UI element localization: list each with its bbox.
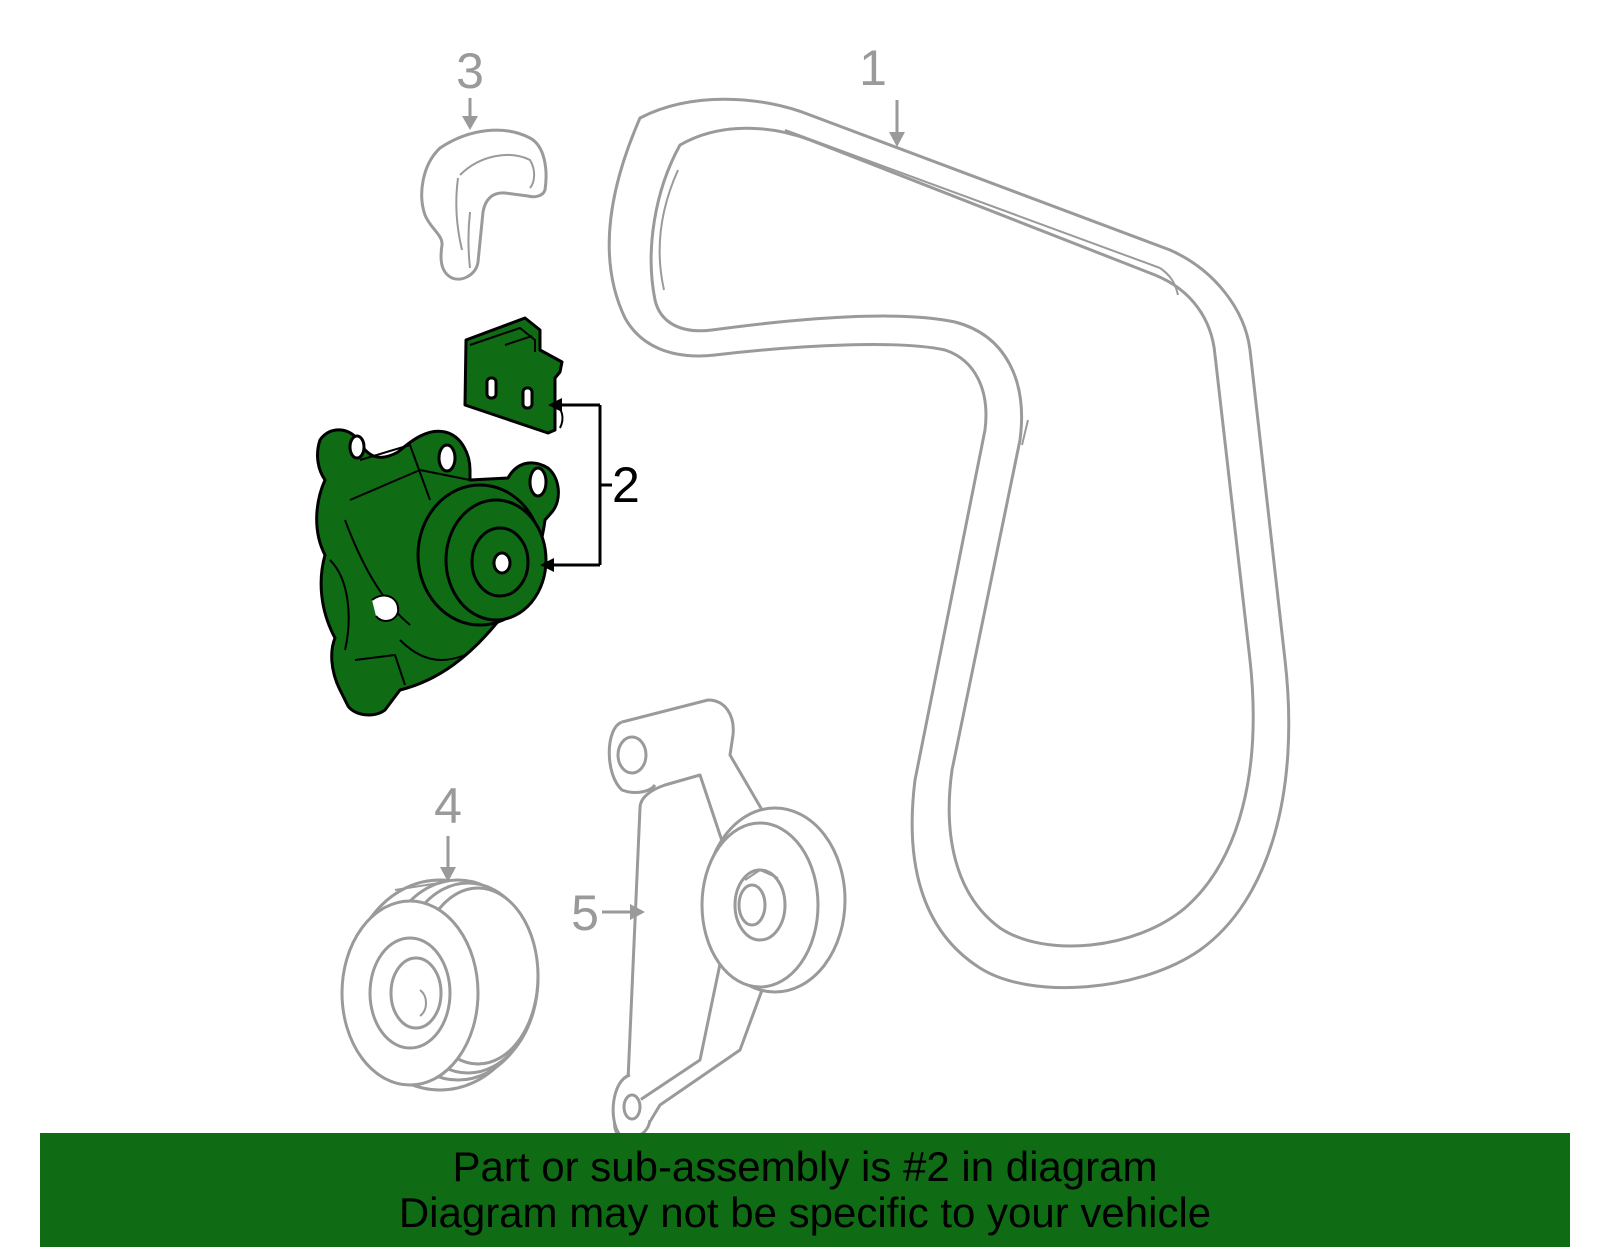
tensioner-bracket-part-2[interactable] <box>463 316 564 435</box>
callout-label-2: 2 <box>612 457 640 513</box>
tensioner-assembly-part-2[interactable] <box>315 428 560 717</box>
callout-label-5: 5 <box>571 885 599 941</box>
serpentine-belt-part-1[interactable] <box>607 97 1291 990</box>
callout-label-4: 4 <box>434 778 462 834</box>
callout-2: 2 <box>540 398 640 572</box>
banner-line-part-info: Part or sub-assembly is #2 in diagram <box>452 1143 1158 1190</box>
info-banner-background <box>40 1133 1570 1247</box>
callout-4: 4 <box>434 778 462 882</box>
callout-5: 5 <box>571 885 645 941</box>
idler-arm-part-5[interactable] <box>607 698 847 1142</box>
callout-label-1: 1 <box>859 40 887 96</box>
belt-guide-part-3[interactable] <box>420 128 548 281</box>
banner-line-disclaimer: Diagram may not be specific to your vehi… <box>398 1189 1212 1236</box>
info-banner: Part or sub-assembly is #2 in diagram Di… <box>40 1133 1570 1247</box>
callout-3: 3 <box>456 43 484 130</box>
idler-pulley-part-4[interactable] <box>340 878 540 1092</box>
callout-label-3: 3 <box>456 43 484 99</box>
callout-1: 1 <box>859 40 905 147</box>
